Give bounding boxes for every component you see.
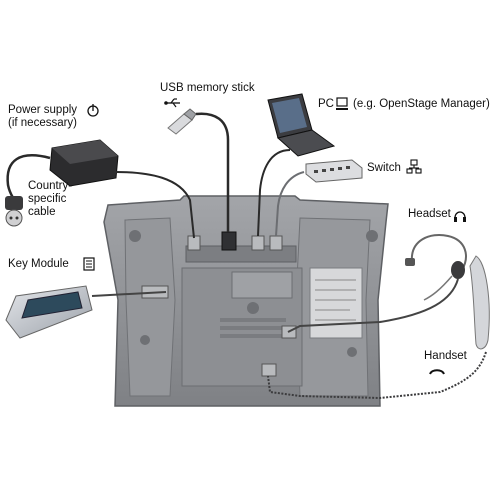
headset-label: Headset xyxy=(408,208,451,220)
country-cable-label-line2: specific xyxy=(28,193,67,205)
power-supply xyxy=(49,139,119,187)
pc-cable xyxy=(257,149,291,237)
headset-device xyxy=(405,234,467,301)
key-module-label: Key Module xyxy=(8,258,69,270)
headset-icon xyxy=(454,211,466,222)
power-label-line1: Power supply xyxy=(8,104,78,116)
key-module-device xyxy=(5,285,93,339)
mains-plug xyxy=(5,196,23,227)
switch-label: Switch xyxy=(367,162,401,174)
usb-stick xyxy=(167,108,197,135)
switch-cable xyxy=(275,171,305,237)
phone-base xyxy=(103,195,389,407)
power-icon xyxy=(87,104,99,117)
pc-icon xyxy=(336,97,348,110)
usb-icon xyxy=(164,98,180,108)
country-cable-label-line1: Country- xyxy=(28,180,73,192)
key-module-icon xyxy=(83,257,95,271)
headset-cable xyxy=(287,278,459,333)
usb-label: USB memory stick xyxy=(160,82,255,94)
network-switch xyxy=(305,159,363,183)
pc-laptop xyxy=(267,93,336,157)
pc-label: PC xyxy=(318,98,334,110)
usb-cable xyxy=(195,112,230,232)
switch-icon xyxy=(406,159,422,174)
country-cable-label-line3: cable xyxy=(28,206,56,218)
power-label-line2: (if necessary) xyxy=(8,117,78,129)
handset-icon xyxy=(429,369,445,375)
pc-note-label: (e.g. OpenStage Manager) xyxy=(353,98,490,110)
handset-label: Handset xyxy=(424,350,467,362)
handset-device xyxy=(469,255,490,350)
handset-cable xyxy=(267,351,487,400)
power-cable xyxy=(115,171,195,239)
key-module-cable xyxy=(91,291,167,297)
